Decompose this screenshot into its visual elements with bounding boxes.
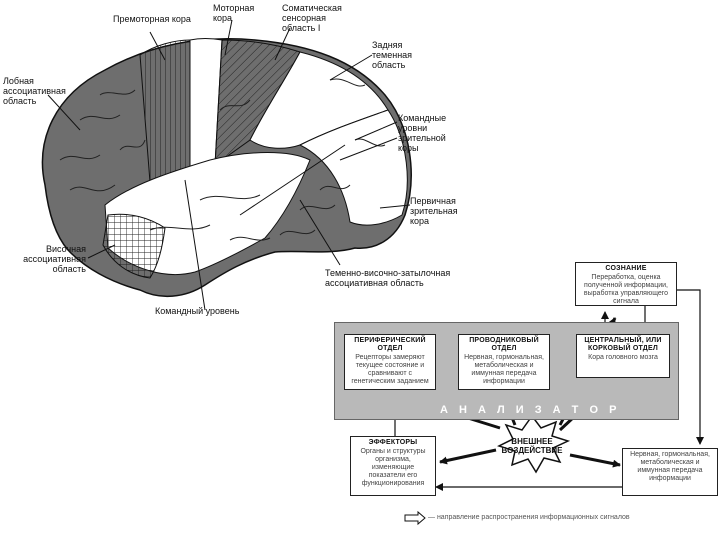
effectors-text: Органы и структуры организма, изменяющие… (360, 448, 426, 487)
central-box: ЦЕНТРАЛЬНЫЙ, ИЛИ КОРКОВЫЙ ОТДЕЛ Кора гол… (576, 334, 670, 378)
label-frontal-association: Лобная ассоциативная область (3, 76, 66, 106)
external-impact-burst (497, 414, 571, 474)
conductive-title: ПРОВОДНИКОВЫЙ ОТДЕЛ (469, 337, 539, 352)
label-primary-visual: Первичная зрительная кора (410, 196, 458, 226)
leader-lines (47, 19, 411, 311)
transmission-text: Нервная, гормональная, метаболическая и … (630, 451, 710, 482)
burst-arrow-transmission (569, 453, 621, 468)
legend-text: — направление распространения информацио… (428, 514, 630, 521)
consciousness-box: СОЗНАНИЕ Переработка, оценка полученной … (575, 262, 677, 306)
label-temporo-parieto-occipital: Теменно-височно-затылочная ассоциативная… (325, 268, 451, 288)
label-temporal-association: Височная ассоциативная область (23, 244, 86, 274)
label-motor: Моторная кора (213, 3, 255, 23)
conductive-text: Нервная, гормональная, метаболическая и … (464, 354, 544, 385)
effectors-box: ЭФФЕКТОРЫ Органы и структуры организма, … (350, 436, 436, 496)
conductive-box: ПРОВОДНИКОВЫЙ ОТДЕЛ Нервная, гормональна… (458, 334, 550, 390)
label-visual-command: Командные уровни зрительной коры (398, 113, 447, 153)
gyri-lines (59, 78, 386, 241)
label-premotor: Премоторная кора (113, 14, 191, 24)
peripheral-text: Рецепторы замеряют текущее состояние и с… (351, 354, 429, 385)
arrow-consciousness-down-right (676, 289, 704, 445)
label-posterior-parietal: Задняя теменная область (372, 40, 413, 70)
central-text: Кора головного мозга (588, 354, 658, 361)
peripheral-box: ПЕРИФЕРИЧЕСКИЙ ОТДЕЛ Рецепторы замеряют … (344, 334, 436, 390)
burst-arrow-effectors (439, 448, 497, 465)
brain-illustration (41, 19, 412, 311)
label-somatosensory: Соматическая сенсорная область I (282, 3, 342, 33)
legend-arrow (404, 510, 426, 526)
transmission-box: Нервная, гормональная, метаболическая и … (622, 448, 718, 496)
temporal-association-area (102, 213, 166, 279)
central-title: ЦЕНТРАЛЬНЫЙ, ИЛИ КОРКОВЫЙ ОТДЕЛ (584, 337, 662, 352)
effectors-title: ЭФФЕКТОРЫ (368, 439, 418, 446)
peripheral-title: ПЕРИФЕРИЧЕСКИЙ ОТДЕЛ (354, 337, 426, 352)
analyzer-band-label: А Н А Л И З А Т О Р (440, 404, 621, 416)
consciousness-title: СОЗНАНИЕ (605, 265, 647, 272)
external-impact-text: ВНЕШНЕЕ ВОЗДЕЙСТВИЕ (501, 437, 563, 455)
label-command-level: Командный уровень (155, 306, 240, 316)
visual-command-area (298, 109, 408, 226)
consciousness-text: Переработка, оценка полученной информаци… (583, 274, 669, 305)
